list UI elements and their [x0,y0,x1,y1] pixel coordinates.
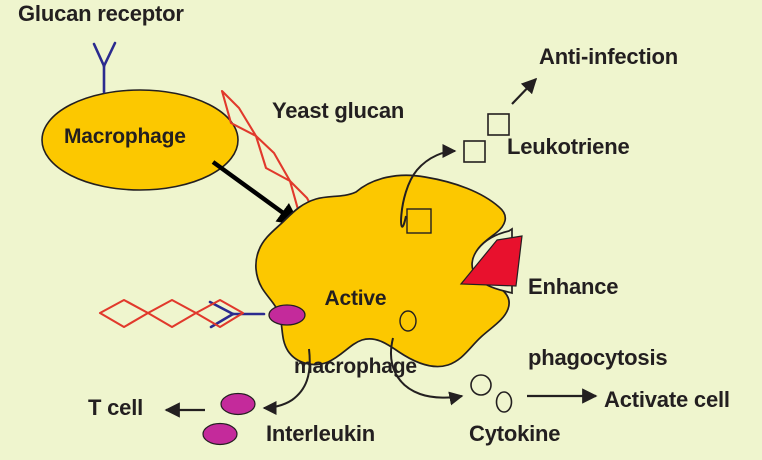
label-active-macrophage: Active macrophage [294,243,417,424]
label-leukotriene: Leukotriene [507,134,630,159]
glucan-receptor-icon [92,41,117,94]
label-activate-cell: Activate cell [604,387,730,412]
label-anti-infection: Anti-infection [539,44,678,69]
active-macrophage-body [255,174,510,368]
leukotriene-arrow [400,144,457,228]
activation-arrow [211,160,301,226]
bound-glucan-receptor-icon [208,300,266,329]
cytokine-particle-2 [495,391,513,413]
leukotriene-square-1 [463,140,486,163]
cytokine-particle-1 [470,374,492,396]
label-yeast-glucan: Yeast glucan [272,98,405,123]
label-active-macrophage-line1: Active [324,287,387,311]
label-t-cell: T cell [88,395,144,420]
label-cytokine: Cytokine [469,421,561,446]
interleukin-vesicle [268,304,306,326]
antiinfection-arrow [511,77,538,105]
label-active-macrophage-line2: macrophage [294,355,417,379]
label-enhance-phagocytosis: Enhance phagocytosis [528,227,668,417]
engulfed-particle [459,235,523,287]
resting-macrophage-body [41,89,239,191]
leukotriene-square-2 [487,113,510,136]
label-glucan-receptor: Glucan receptor [18,1,184,26]
interleukin-particle-2 [202,422,238,446]
interleukin-arrow [262,348,311,415]
label-enhance-line2: phagocytosis [528,344,668,370]
label-enhance-line1: Enhance [528,273,619,299]
label-interleukin: Interleukin [266,421,376,446]
leukotriene-granule [406,208,432,234]
interleukin-particle-1 [220,392,256,416]
yeast-glucan-horizontal [98,298,245,329]
label-macrophage: Macrophage [64,125,186,148]
cytokine-arrow [390,337,464,406]
cytokine-vesicle [399,310,417,332]
